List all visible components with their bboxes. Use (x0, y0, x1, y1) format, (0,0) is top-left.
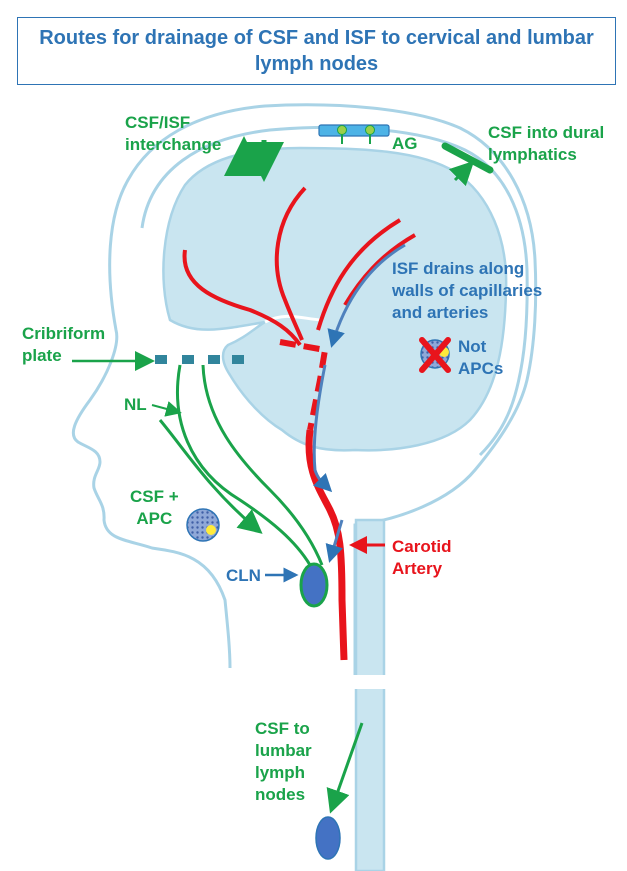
interchange-label: CSF/ISF interchange (125, 112, 221, 156)
isf-drains-label: ISF drains along walls of capillaries an… (392, 258, 542, 324)
dural-label: CSF into dural lymphatics (488, 122, 604, 166)
lumbar-lymph-node (316, 817, 340, 859)
apc-cell (187, 509, 219, 541)
spinal-cord (356, 520, 384, 871)
cribriform-plate-2 (182, 355, 194, 364)
lumbar-label: CSF to lumbar lymph nodes (255, 718, 312, 806)
not-apcs-label: Not APCs (458, 336, 503, 380)
nl-arrow (152, 405, 178, 412)
cribriform-plate-3 (208, 355, 220, 364)
carotid-label: Carotid Artery (392, 536, 452, 580)
spinal-cord-break (350, 675, 390, 689)
ag-label: AG (392, 133, 418, 155)
csf-apc-label: CSF + APC (130, 486, 179, 530)
cervical-lymph-node (301, 564, 327, 606)
cln-label: CLN (226, 565, 261, 587)
nl-label: NL (124, 394, 147, 416)
ag-bar (319, 125, 389, 136)
cribriform-label: Cribriform plate (22, 323, 105, 367)
cribriform-plate-1 (155, 355, 167, 364)
cribriform-plate-4 (232, 355, 244, 364)
